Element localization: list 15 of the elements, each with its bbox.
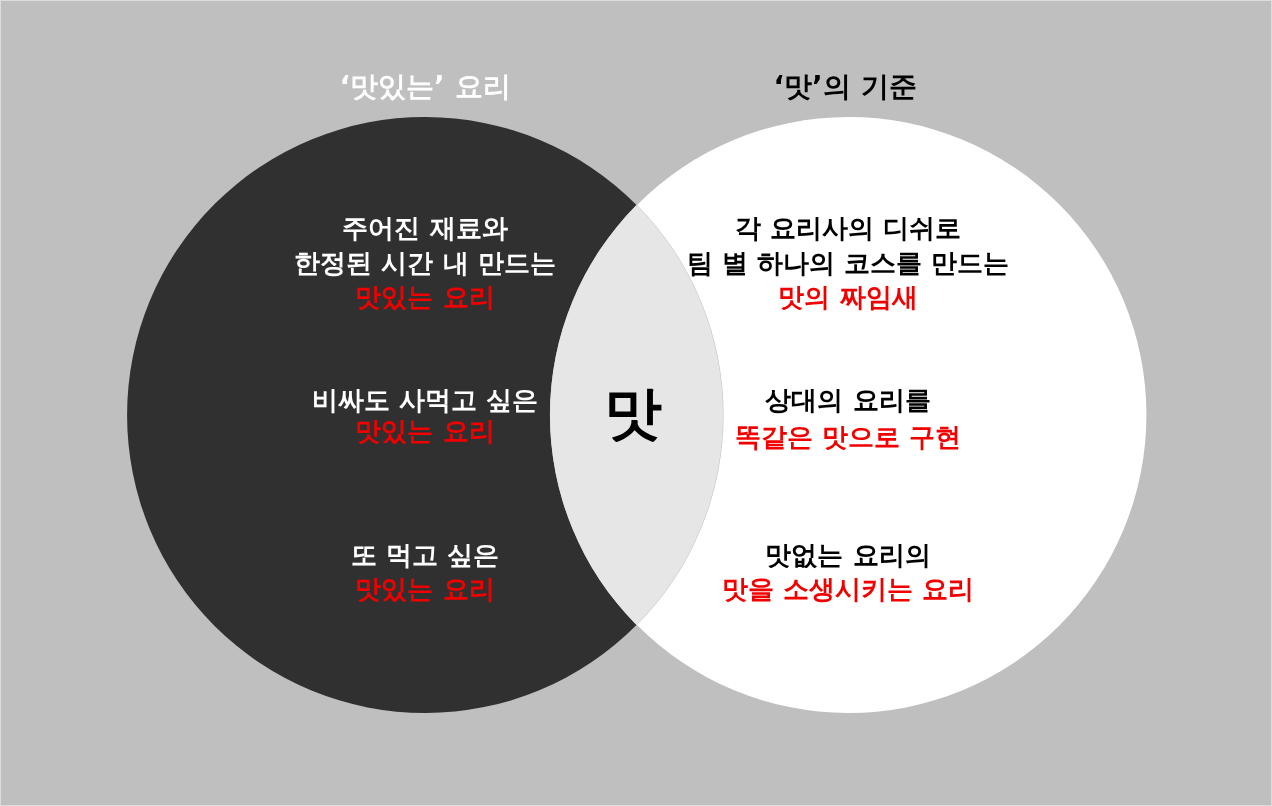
description-text: 상대의 요리를 [765,384,931,417]
highlighted-text: 맛있는 요리 [355,415,495,448]
description-text: 주어진 재료와 한정된 시간 내 만드는 [294,212,556,280]
description-text: 각 요리사의 디쉬로 팀 별 하나의 코스를 만드는 [686,212,1010,280]
overlap-label: 맛 [604,380,662,446]
highlighted-text: 맛있는 요리 [355,281,495,314]
highlighted-text: 맛있는 요리 [355,573,495,606]
description-text: 비싸도 사먹고 싶은 [311,384,539,417]
circle-title: ‘맛’의 기준 [773,69,917,105]
description-text: 맛없는 요리의 [765,539,931,572]
highlighted-text: 맛을 소생시키는 요리 [721,573,975,606]
description-text: 또 먹고 싶은 [350,539,500,572]
highlighted-text: 똑같은 맛으로 구현 [734,421,962,454]
highlighted-text: 맛의 짜임새 [778,281,918,314]
circle-title: ‘맛있는’ 요리 [339,69,511,105]
